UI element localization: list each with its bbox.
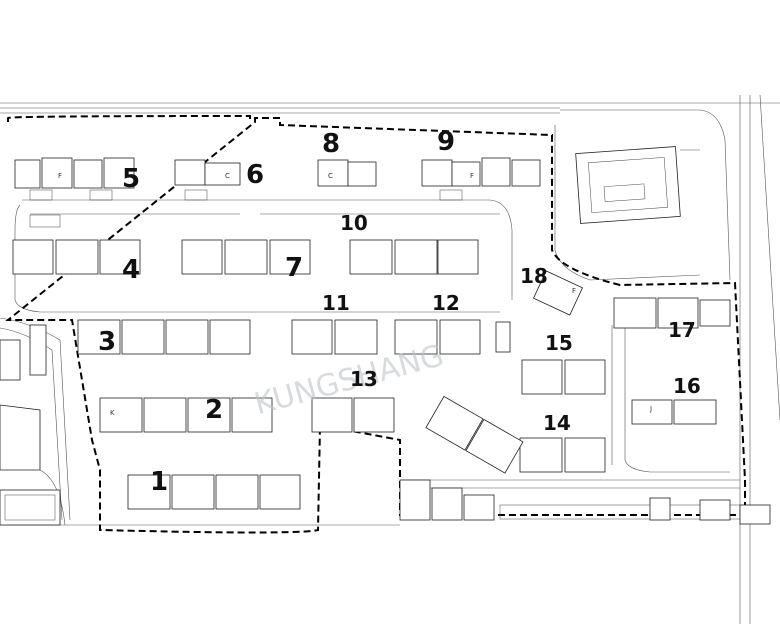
plot-label-8: 8: [322, 129, 340, 159]
site-boundary: [5, 114, 746, 534]
left-buildings: [0, 324, 61, 526]
unit-letter: F: [470, 172, 474, 180]
plot-label-4: 4: [122, 255, 140, 285]
plot-label-2: 2: [205, 395, 223, 425]
plot-label-13: 13: [350, 367, 378, 391]
plot-label-7: 7: [285, 253, 303, 283]
unit-letters: F C C F K F J: [58, 172, 652, 417]
unit-letter: F: [572, 287, 576, 295]
plot-label-17: 17: [668, 318, 696, 342]
right-cluster-buildings: [425, 270, 731, 474]
plot-label-10: 10: [340, 211, 368, 235]
fourth-row-buildings: [99, 397, 395, 433]
unit-letter: F: [58, 172, 62, 180]
plot-label-12: 12: [432, 291, 460, 315]
plot-label-18: 18: [520, 264, 548, 288]
plot-label-9: 9: [437, 127, 455, 157]
third-row-buildings: [77, 319, 511, 355]
unit-letter: K: [110, 409, 115, 417]
plot-label-1: 1: [150, 467, 168, 497]
plot-label-14: 14: [543, 411, 571, 435]
second-row-buildings: [12, 239, 479, 275]
plot-label-5: 5: [122, 164, 140, 194]
unit-letter: J: [649, 405, 652, 413]
unit-letter: C: [328, 172, 333, 180]
school-court: [575, 146, 700, 224]
plot-label-15: 15: [545, 331, 573, 355]
bottom-row-buildings: [127, 474, 301, 510]
plot-label-3: 3: [98, 327, 116, 357]
plot-label-11: 11: [322, 291, 350, 315]
plot-label-6: 6: [246, 160, 264, 190]
top-row-buildings: [14, 157, 541, 228]
plot-label-16: 16: [673, 374, 701, 398]
bottom-dense-area: [399, 479, 771, 525]
unit-letter: C: [225, 172, 230, 180]
plot-labels: 1 2 3 4 5 6 7 8 9 10 11 12 13 14 15 16 1…: [98, 127, 701, 497]
